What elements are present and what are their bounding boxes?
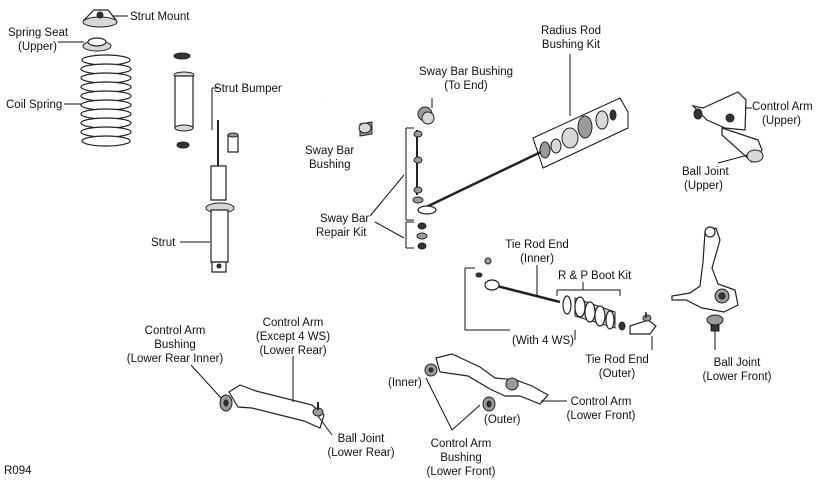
label-ca-bushing-lower-rear-line1: Control Arm xyxy=(145,325,206,337)
label-tie-rod-outer-line1: Tie Rod End xyxy=(585,354,649,366)
label-with-4ws: (With 4 WS) xyxy=(512,335,574,347)
strut-bumper-part xyxy=(173,52,239,153)
label-sway-bar-repair-kit-line1: Sway Bar xyxy=(320,213,369,225)
diagram-id: R094 xyxy=(4,465,32,477)
strut-bumper-leader xyxy=(211,87,218,130)
spring-seat-part xyxy=(82,37,112,52)
label-ball-joint-lower-front-line2: (Lower Front) xyxy=(702,371,771,383)
tie-rod-inner-part xyxy=(475,257,561,304)
label-strut-bumper: Strut Bumper xyxy=(214,83,282,95)
label-spring-seat-line1: Spring Seat xyxy=(8,27,69,39)
label-sway-bar-bushing-line2: Bushing xyxy=(309,159,351,171)
rp-boot-kit-bracket xyxy=(556,289,621,296)
label-rp-boot-kit: R & P Boot Kit xyxy=(558,270,632,282)
label-control-arm-upper-line1: Control Arm xyxy=(752,101,813,113)
sway-bar-repair-kit-leader-2 xyxy=(374,221,405,239)
label-radius-rod-line2: Bushing Kit xyxy=(542,39,601,51)
label-spring-seat-line2: (Upper) xyxy=(18,41,57,53)
label-radius-rod-line1: Radius Rod xyxy=(541,25,601,37)
label-strut: Strut xyxy=(151,237,176,249)
ball-joint-upper-leader xyxy=(717,154,749,164)
sway-bar-part xyxy=(324,92,425,108)
label-tie-rod-outer-line2: (Outer) xyxy=(599,368,636,380)
label-coil-spring: Coil Spring xyxy=(6,99,62,111)
steering-knuckle-part xyxy=(671,226,739,332)
strut-part xyxy=(205,120,235,273)
rp-boot-kit-part xyxy=(562,295,626,331)
label-tie-rod-inner-line2: (Inner) xyxy=(520,253,554,265)
label-ball-joint-upper-line2: (Upper) xyxy=(684,180,723,192)
label-sway-bar-bushing-end-line2: (To End) xyxy=(444,80,488,92)
lower-front-control-arm-part xyxy=(424,353,549,412)
coil-spring-part xyxy=(80,54,132,147)
sway-bar-repair-kit-leader xyxy=(369,174,405,217)
ball-joint-lower-rear-leader xyxy=(317,415,333,436)
label-ball-joint-lower-front-line1: Ball Joint xyxy=(714,357,761,369)
label-outer: (Outer) xyxy=(484,414,521,426)
label-tie-rod-inner-line1: Tie Rod End xyxy=(505,239,569,251)
label-ca-lower-rear-line3: (Lower Rear) xyxy=(259,345,326,357)
label-ca-bushing-lower-front-line1: Control Arm xyxy=(431,438,492,450)
sway-bar-bushing-end-part xyxy=(417,106,435,125)
label-ca-lower-front-line1: Control Arm xyxy=(571,396,632,408)
label-ball-joint-upper-line1: Ball Joint xyxy=(682,166,729,178)
radius-rod-bushing-kit-part xyxy=(532,97,629,169)
strut-mount-part xyxy=(82,9,118,28)
sway-bar-bushing-part xyxy=(358,121,373,137)
label-ball-joint-lower-rear-line1: Ball Joint xyxy=(338,433,385,445)
label-ca-bushing-lower-rear-line3: (Lower Rear Inner) xyxy=(127,353,224,365)
upper-control-arm-part xyxy=(691,91,764,163)
control-arm-bushing-lower-rear-leader xyxy=(190,364,222,399)
radius-rod-part xyxy=(417,148,546,215)
sway-bar-repair-kit-part xyxy=(405,127,428,250)
label-ca-bushing-lower-rear-line2: Bushing xyxy=(154,339,196,351)
label-ca-lower-rear-line1: Control Arm xyxy=(263,317,324,329)
label-ca-bushing-lower-front-line2: Bushing xyxy=(440,452,482,464)
label-sway-bar-repair-kit-line2: Repair Kit xyxy=(316,227,367,239)
label-ca-bushing-lower-front-line3: (Lower Front) xyxy=(426,466,495,478)
tie-rod-outer-part xyxy=(629,312,657,335)
label-strut-mount: Strut Mount xyxy=(130,11,190,23)
label-sway-bar-bushing-end-line1: Sway Bar Bushing xyxy=(419,66,513,78)
label-control-arm-upper-line2: (Upper) xyxy=(762,115,801,127)
label-ball-joint-lower-rear-line2: (Lower Rear) xyxy=(327,447,394,459)
label-inner: (Inner) xyxy=(388,377,422,389)
with-4ws-bracket xyxy=(464,267,510,331)
lower-rear-control-arm-part xyxy=(219,384,325,429)
control-arm-bushing-lower-front-leader xyxy=(425,377,481,431)
label-ca-lower-rear-line2: (Except 4 WS) xyxy=(256,331,330,343)
label-ca-lower-front-line2: (Lower Front) xyxy=(566,410,635,422)
label-sway-bar-bushing-line1: Sway Bar xyxy=(305,145,354,157)
